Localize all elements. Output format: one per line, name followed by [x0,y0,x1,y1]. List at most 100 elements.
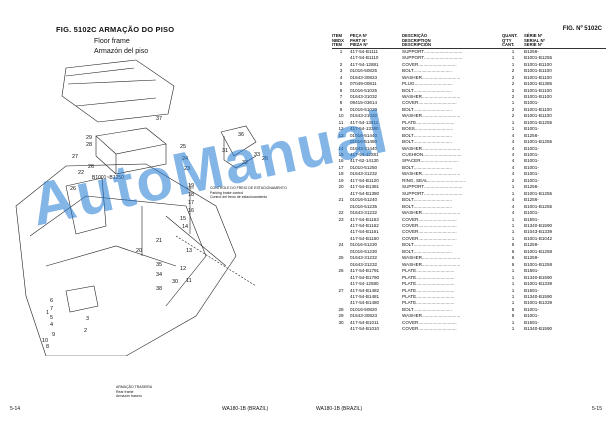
cell-serial: B1591- [524,287,539,293]
cell-item: 9 [339,106,343,112]
callout-4: 5 [50,315,53,321]
cell-desc-text: WASHER [402,313,422,319]
cell-serial: B1340-B1590 [524,274,553,280]
cell-item: 27 [338,287,344,293]
cell-qty: 1 [511,223,515,229]
cell-desc-text: SUPPORT [402,184,425,190]
cell-part: 417-54-B1160 [350,235,379,241]
cell-qty: 8 [511,306,515,312]
callout-10: 9 [52,332,55,338]
cell-desc-text: PLATE [402,294,417,299]
callout-36: 36 [238,132,244,138]
cell-part: 417-54-13411 [350,119,379,125]
left-page: FIG. 5102C ARMAÇÃO DO PISO Floor frame A… [10,25,287,412]
cell-serial: B1256- [524,184,539,190]
cell-part: 01016-51235 [350,203,378,209]
cell-serial: B1001-B1100 [524,68,552,74]
parking-brake-annotation: CONTROLE DO FREIO DE ESTACIONAMENTO Park… [210,186,287,199]
figure-number: FIG. Nº 5102C [562,26,602,32]
leader-dots: .............................. [416,287,455,293]
callout-3: 4 [50,322,53,328]
cell-desc-text: PLATE [402,281,417,287]
leader-dots: .............................. [420,158,459,164]
cell-part: 01643-31232 [350,255,378,261]
callout-28: 27 [72,154,78,160]
leader-dots: .............................. [413,203,452,209]
cell-desc: SUPPORT .............................. [402,55,502,61]
cell-desc: BOLT .............................. [402,139,502,145]
cell-qty: 1 [511,119,515,125]
cell-item: 7 [339,93,343,99]
leader-dots: .............................. [424,48,463,54]
cell-qty: 1 [511,100,515,106]
cell-serial: B1259- [524,255,539,261]
callout-30: 31 [222,148,228,154]
cell-qty: 2 [511,74,515,80]
cell-desc: PLATE .............................. [402,275,502,281]
cell-item: 4 [339,74,343,80]
cell-part: 01643-30823 [350,74,378,80]
cell-serial: B1591- [524,319,539,325]
cell-desc: BOLT .............................. [402,133,502,139]
cell-desc: COVER .............................. [402,326,502,332]
callout-27: 28 [86,142,92,148]
cell-qty: 4 [511,210,515,216]
callout-26: 26 [88,164,94,170]
cell-part: 417-54-B1110 [350,55,379,61]
cell-qty: 1 [511,55,515,61]
cell-item: 5 [339,81,343,87]
cell-serial: B1001-B1100 [524,106,552,112]
cell-qty: 1 [511,300,515,306]
cell-qty: 1 [511,281,515,287]
leader-dots: .............................. [424,184,463,190]
cell-serial: B1001- [524,158,539,164]
callout-35: 35 [156,262,162,268]
cell-item: 8 [339,100,343,106]
leader-dots: .............................. [416,281,455,287]
cell-desc-text: BOLT [402,203,414,209]
callout-8: 8 [46,344,49,350]
cell-qty: 1 [511,319,515,325]
cell-desc: BOLT .............................. [402,68,502,74]
cell-item: 12 [338,126,344,132]
cell-item [332,326,350,332]
cell-desc: BOLT .............................. [402,107,502,113]
cell-part: 01016-51230 [350,242,378,248]
cell-part: 01016-50820 [350,306,378,312]
leader-dots: .............................. [413,164,452,170]
cell-part: 417-54-13380 [350,126,379,132]
cell-qty: 1 [511,294,515,299]
cell-serial: B1001-B1042 [524,235,553,241]
callout-6: 7 [50,306,53,312]
cell-desc-text: BOLT [402,164,414,170]
callout-32: 33 [254,152,260,158]
callout-18: 18 [188,192,194,198]
cell-desc-text: PLATE [402,300,417,306]
cell-desc: BOLT .............................. [402,242,502,248]
leader-dots: .............................. [418,216,457,222]
cell-qty: 4 [511,171,515,177]
cell-desc: SUPPORT .............................. [402,184,502,190]
cell-serial: B1001-B1100 [524,87,552,93]
leader-dots: .............................. [413,306,452,312]
cell-desc: WASHER .............................. [402,113,502,119]
cell-serial: B1340-B1590 [524,326,553,332]
cell-desc-text: PLUG [402,81,415,87]
cell-desc-text: SUPPORT [402,55,425,61]
figure-title: FIG. 5102C ARMAÇÃO DO PISO [56,25,175,34]
callout-14: 14 [182,224,188,230]
cell-desc-text: RING, SEAL [402,177,428,183]
cell-qty: 1 [511,184,515,190]
cell-desc-text: BOLT [402,106,414,112]
